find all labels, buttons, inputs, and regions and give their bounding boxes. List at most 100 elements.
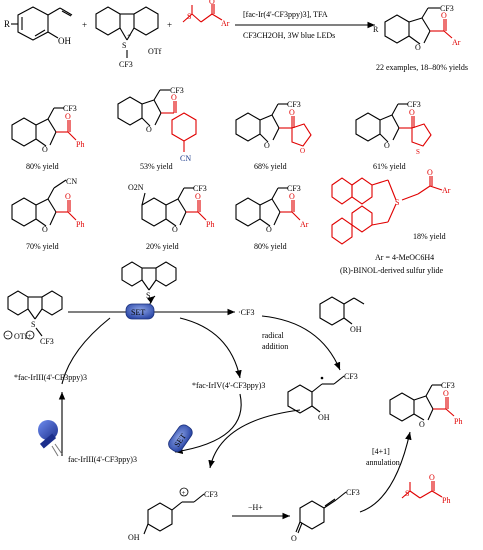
svg-text:−: − <box>6 332 10 340</box>
mech-product-cf3: CF3 <box>441 381 455 390</box>
set-top-label: SET <box>131 308 145 317</box>
ex6-ph: Ph <box>206 220 214 229</box>
ir-ground: fac-IrIII(4'-CF3ppy)3 <box>68 455 137 464</box>
conditions-bottom: CF3CH2OH, 3W blue LEDs <box>243 31 335 40</box>
product-r: R <box>373 25 379 34</box>
ir-excited: *fac-IrIII(4'-CF3ppy)3 <box>14 373 87 382</box>
svg-text:+: + <box>82 20 87 30</box>
ex8-yield: 18% yield <box>413 232 446 241</box>
mech-cf3-label-1: CF3 <box>40 337 54 346</box>
example-7: O CF3 O Ar 80% yield <box>235 184 309 251</box>
cf3-radical: ·CF3 <box>238 308 254 317</box>
dbt-s: S <box>146 291 150 300</box>
quinone-methide: CF3 O <box>291 488 360 543</box>
svg-text:O: O <box>427 168 433 177</box>
mech-ylide: O Ph S <box>401 473 450 505</box>
svg-text:O: O <box>289 192 295 201</box>
svg-text:S: S <box>395 198 399 207</box>
svg-text:O: O <box>415 43 421 52</box>
svg-text:O: O <box>264 141 270 150</box>
cation-cf3: CF3 <box>204 490 218 499</box>
ex7-ar: Ar <box>300 220 309 229</box>
qm-cf3: CF3 <box>346 488 360 497</box>
vinylphenol-r: R <box>4 19 10 29</box>
svg-text:O: O <box>441 11 447 20</box>
cation-oh: OH <box>128 533 140 542</box>
svg-text:S: S <box>187 12 191 21</box>
dibenzothiophene: S <box>121 261 177 300</box>
ex6-cf3: CF3 <box>193 184 207 193</box>
top-reaction: OH R + S + CF3 OTf + O <box>4 0 468 72</box>
example-4: O CF3 O S 61% yield <box>355 100 432 171</box>
minus-h: −H+ <box>248 503 263 512</box>
ex5-ph: Ph <box>76 220 84 229</box>
mech-product-o2: O <box>443 389 449 398</box>
example-3: O CF3 O O 68% yield <box>235 100 312 171</box>
ex7-cf3: CF3 <box>287 184 301 193</box>
product-ar: Ar <box>452 38 461 47</box>
ex6-no2: O2N <box>128 183 144 192</box>
ex1-yield: 80% yield <box>26 162 59 171</box>
svg-text:O: O <box>384 141 390 150</box>
svg-text:+: + <box>28 332 32 340</box>
qm-o: O <box>291 534 297 543</box>
example-5: O CN O Ph 70% yield <box>11 177 84 251</box>
svg-text:O: O <box>195 192 201 201</box>
svg-text:O: O <box>65 192 71 201</box>
product-dihydrobenzofuran: O CF3 O Ar R <box>373 4 461 52</box>
mech-otf: OTf <box>14 332 28 341</box>
svg-text:O: O <box>146 125 152 134</box>
mech-product: O CF3 O Ph <box>389 381 462 429</box>
annulation-2: annulation <box>366 458 400 467</box>
ex8-ar: Ar <box>442 186 451 195</box>
svg-text:O: O <box>300 147 305 155</box>
example-1: O CF3 O Ph 80% yield <box>11 104 84 171</box>
binol-note: (R)-BINOL-derived sulfur ylide <box>340 266 444 275</box>
svg-text:O: O <box>289 108 295 117</box>
summary: 22 examples, 18–80% yields <box>376 63 468 72</box>
ex2-cn: CN <box>180 154 191 163</box>
mech-product-o: O <box>419 420 425 429</box>
svg-text:O: O <box>42 225 48 234</box>
product-cf3: CF3 <box>440 4 454 13</box>
reagent-2-otf: OTf <box>148 47 162 56</box>
cation-intermediate: + CF3 OH <box>128 487 218 542</box>
svg-text:+: + <box>127 32 131 40</box>
ex7-yield: 80% yield <box>254 242 287 251</box>
svg-text:S: S <box>122 41 126 50</box>
blue-led-icon <box>38 420 63 457</box>
ex4-yield: 61% yield <box>373 162 406 171</box>
ex6-yield: 20% yield <box>146 242 179 251</box>
ex3-cf3: CF3 <box>287 100 301 109</box>
reagent-vinylphenol: OH R <box>4 6 73 46</box>
svg-text:O: O <box>42 145 48 154</box>
svg-text:+: + <box>167 20 172 30</box>
conditions-top: [fac-Ir(4'-CF3ppy)3], TFA <box>243 10 328 19</box>
ex2-yield: 53% yield <box>140 162 173 171</box>
svg-text:+: + <box>182 489 186 497</box>
radical-intermediate: CF3 OH <box>287 372 358 422</box>
svg-text:O: O <box>65 112 71 121</box>
ar-definition: Ar = 4-MeOC6H4 <box>375 253 434 262</box>
svg-text:O: O <box>209 0 215 6</box>
svg-text:O: O <box>266 225 272 234</box>
svg-text:O: O <box>171 93 177 102</box>
reagent-dibenzothiophenium: S + CF3 OTf <box>95 6 162 69</box>
mech-product-ph: Ph <box>454 417 462 426</box>
reagent-2-cf3: CF3 <box>119 60 133 69</box>
radical-addition-1: radical <box>262 331 285 340</box>
svg-text:S: S <box>31 320 35 329</box>
ex2-cf3: CF3 <box>170 86 184 95</box>
ylide-s: S <box>405 489 409 498</box>
ex1-ph: Ph <box>76 140 84 149</box>
annulation-1: [4+1] <box>372 447 390 456</box>
ylide-ar: Ar <box>221 19 230 28</box>
example-6: O2N O CF3 O Ph 20% yield <box>128 183 214 251</box>
ex3-yield: 68% yield <box>254 162 287 171</box>
ex4-cf3: CF3 <box>407 100 421 109</box>
ex1-cf3: CF3 <box>63 104 77 113</box>
svg-text:O: O <box>409 108 415 117</box>
ex5-yield: 70% yield <box>26 242 59 251</box>
example-8-binol-ylide: S O Ar 18% yield Ar = 4-MeOC6H4 (R)-BINO… <box>331 168 451 275</box>
